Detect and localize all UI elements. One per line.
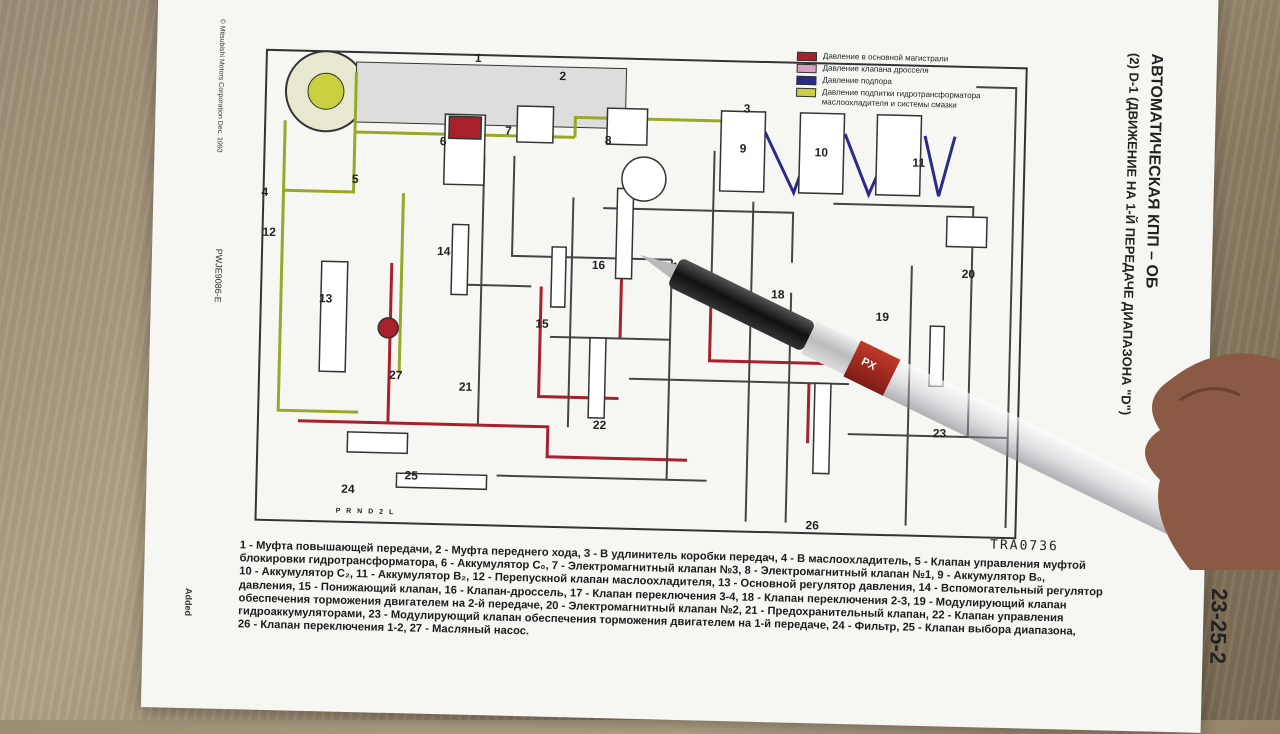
label-5: 5	[351, 171, 359, 187]
legend: Давление в основной магистрали Давление …	[795, 51, 997, 114]
label-10: 10	[814, 145, 829, 160]
label-15: 15	[535, 316, 549, 331]
document-code: PWJE9086-E	[212, 248, 225, 303]
label-24: 24	[341, 481, 355, 497]
legend-label: Давление в основной магистрали	[822, 51, 949, 64]
legend-swatch	[796, 51, 818, 62]
legend-label: Давление подпора	[822, 75, 893, 87]
label-6: 6	[439, 134, 447, 149]
hand	[1145, 353, 1280, 570]
label-21: 21	[458, 379, 473, 394]
range-positions: P R N D 2 L	[335, 507, 396, 517]
label-14: 14	[436, 244, 451, 259]
label-1: 1	[474, 50, 482, 66]
hydraulic-diagram	[254, 48, 1028, 540]
label-2: 2	[559, 68, 567, 84]
label-26: 26	[805, 518, 820, 533]
legend-swatch	[796, 63, 817, 74]
label-16: 16	[591, 257, 606, 273]
label-22: 22	[592, 417, 607, 433]
label-9: 9	[739, 141, 747, 156]
pen-brand: PX	[859, 355, 878, 373]
label-3: 3	[743, 101, 751, 116]
label-7: 7	[504, 123, 512, 138]
label-20: 20	[961, 266, 976, 282]
label-13: 13	[318, 291, 333, 306]
label-8: 8	[604, 133, 612, 148]
label-12: 12	[262, 224, 277, 240]
label-4: 4	[261, 184, 269, 199]
added-mark: Added	[183, 587, 194, 617]
diagram-code: TRA0736	[989, 537, 1060, 555]
paper-sheet: 1 2 3 4 5 6 7 8 9 10 11 12 13 14 15 16 1…	[140, 0, 1232, 733]
legend-swatch	[796, 75, 817, 86]
label-25: 25	[404, 468, 419, 483]
legend-label: Давление подпитки гидротрансформатора ма…	[821, 87, 981, 110]
label-11: 11	[912, 155, 926, 170]
label-27: 27	[388, 367, 403, 383]
legend-item: Давление подпитки гидротрансформатора ма…	[795, 87, 996, 112]
legend-swatch	[795, 87, 817, 98]
legend-label: Давление клапана дросселя	[822, 63, 929, 75]
pen-grip	[667, 257, 816, 352]
